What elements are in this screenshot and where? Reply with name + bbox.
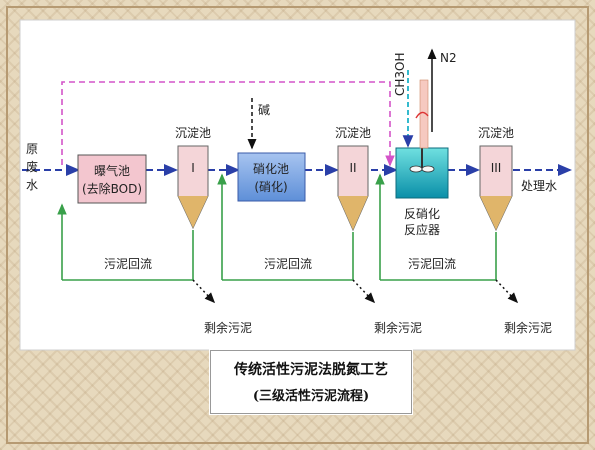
raw-water-label-1: 原	[26, 142, 38, 156]
sludge-return-label-3: 污泥回流	[408, 257, 456, 271]
sludge-return-1	[57, 203, 194, 281]
nitrification-tank	[237, 152, 306, 202]
aeration-sublabel: (去除BOD)	[82, 181, 142, 196]
clarifier-1	[177, 145, 209, 230]
clarifier-3-label: 沉淀池	[478, 126, 514, 140]
alkali-label: 碱	[258, 103, 270, 117]
sludge-return-3	[375, 173, 497, 281]
clarifier-1-number: I	[191, 161, 195, 175]
reactor-sublabel: 反应器	[404, 222, 440, 237]
caption-subtitle: (三级活性污泥流程)	[252, 389, 370, 404]
excess-sludge-label-2: 剩余污泥	[374, 320, 422, 335]
sludge-return-label-2: 污泥回流	[264, 257, 312, 271]
excess-sludge-arrow-1	[192, 279, 216, 304]
clarifier-2	[337, 145, 369, 232]
denitrification-reactor	[395, 147, 449, 199]
clarifier-2-number: II	[349, 161, 356, 175]
methanol-label: CH3OH	[393, 52, 407, 96]
caption-box: 传统活性污泥法脱氮工艺 (三级活性污泥流程)	[210, 350, 412, 414]
excess-sludge-label-1: 剩余污泥	[204, 320, 252, 335]
rotation-icon	[415, 111, 429, 119]
mixer-impeller-icon	[421, 165, 435, 173]
clarifier-3	[479, 145, 513, 232]
aeration-tank	[77, 154, 147, 204]
excess-sludge-arrow-3	[495, 279, 519, 304]
caption-title: 传统活性污泥法脱氮工艺	[234, 362, 388, 378]
reactor-label: 反硝化	[404, 207, 440, 221]
nitrogen-label: N2	[440, 51, 457, 65]
clarifier-2-label: 沉淀池	[335, 126, 371, 140]
treated-water-label: 处理水	[521, 179, 557, 193]
clarifier-3-number: III	[491, 161, 502, 175]
sludge-return-2	[217, 173, 354, 281]
sludge-return-label-1: 污泥回流	[104, 257, 152, 271]
nitrification-sublabel: (硝化)	[254, 180, 287, 194]
aeration-label: 曝气池	[94, 163, 130, 178]
raw-water-label-2: 废	[26, 159, 38, 174]
clarifier-1-label: 沉淀池	[175, 126, 211, 140]
decorative-frame	[6, 6, 589, 444]
bypass-line	[61, 81, 395, 167]
excess-sludge-arrow-2	[352, 279, 376, 304]
raw-water-label-3: 水	[26, 178, 38, 192]
mixer-impeller-icon	[409, 165, 423, 173]
excess-sludge-label-3: 剩余污泥	[504, 320, 552, 335]
nitrification-label: 硝化池	[253, 162, 289, 176]
